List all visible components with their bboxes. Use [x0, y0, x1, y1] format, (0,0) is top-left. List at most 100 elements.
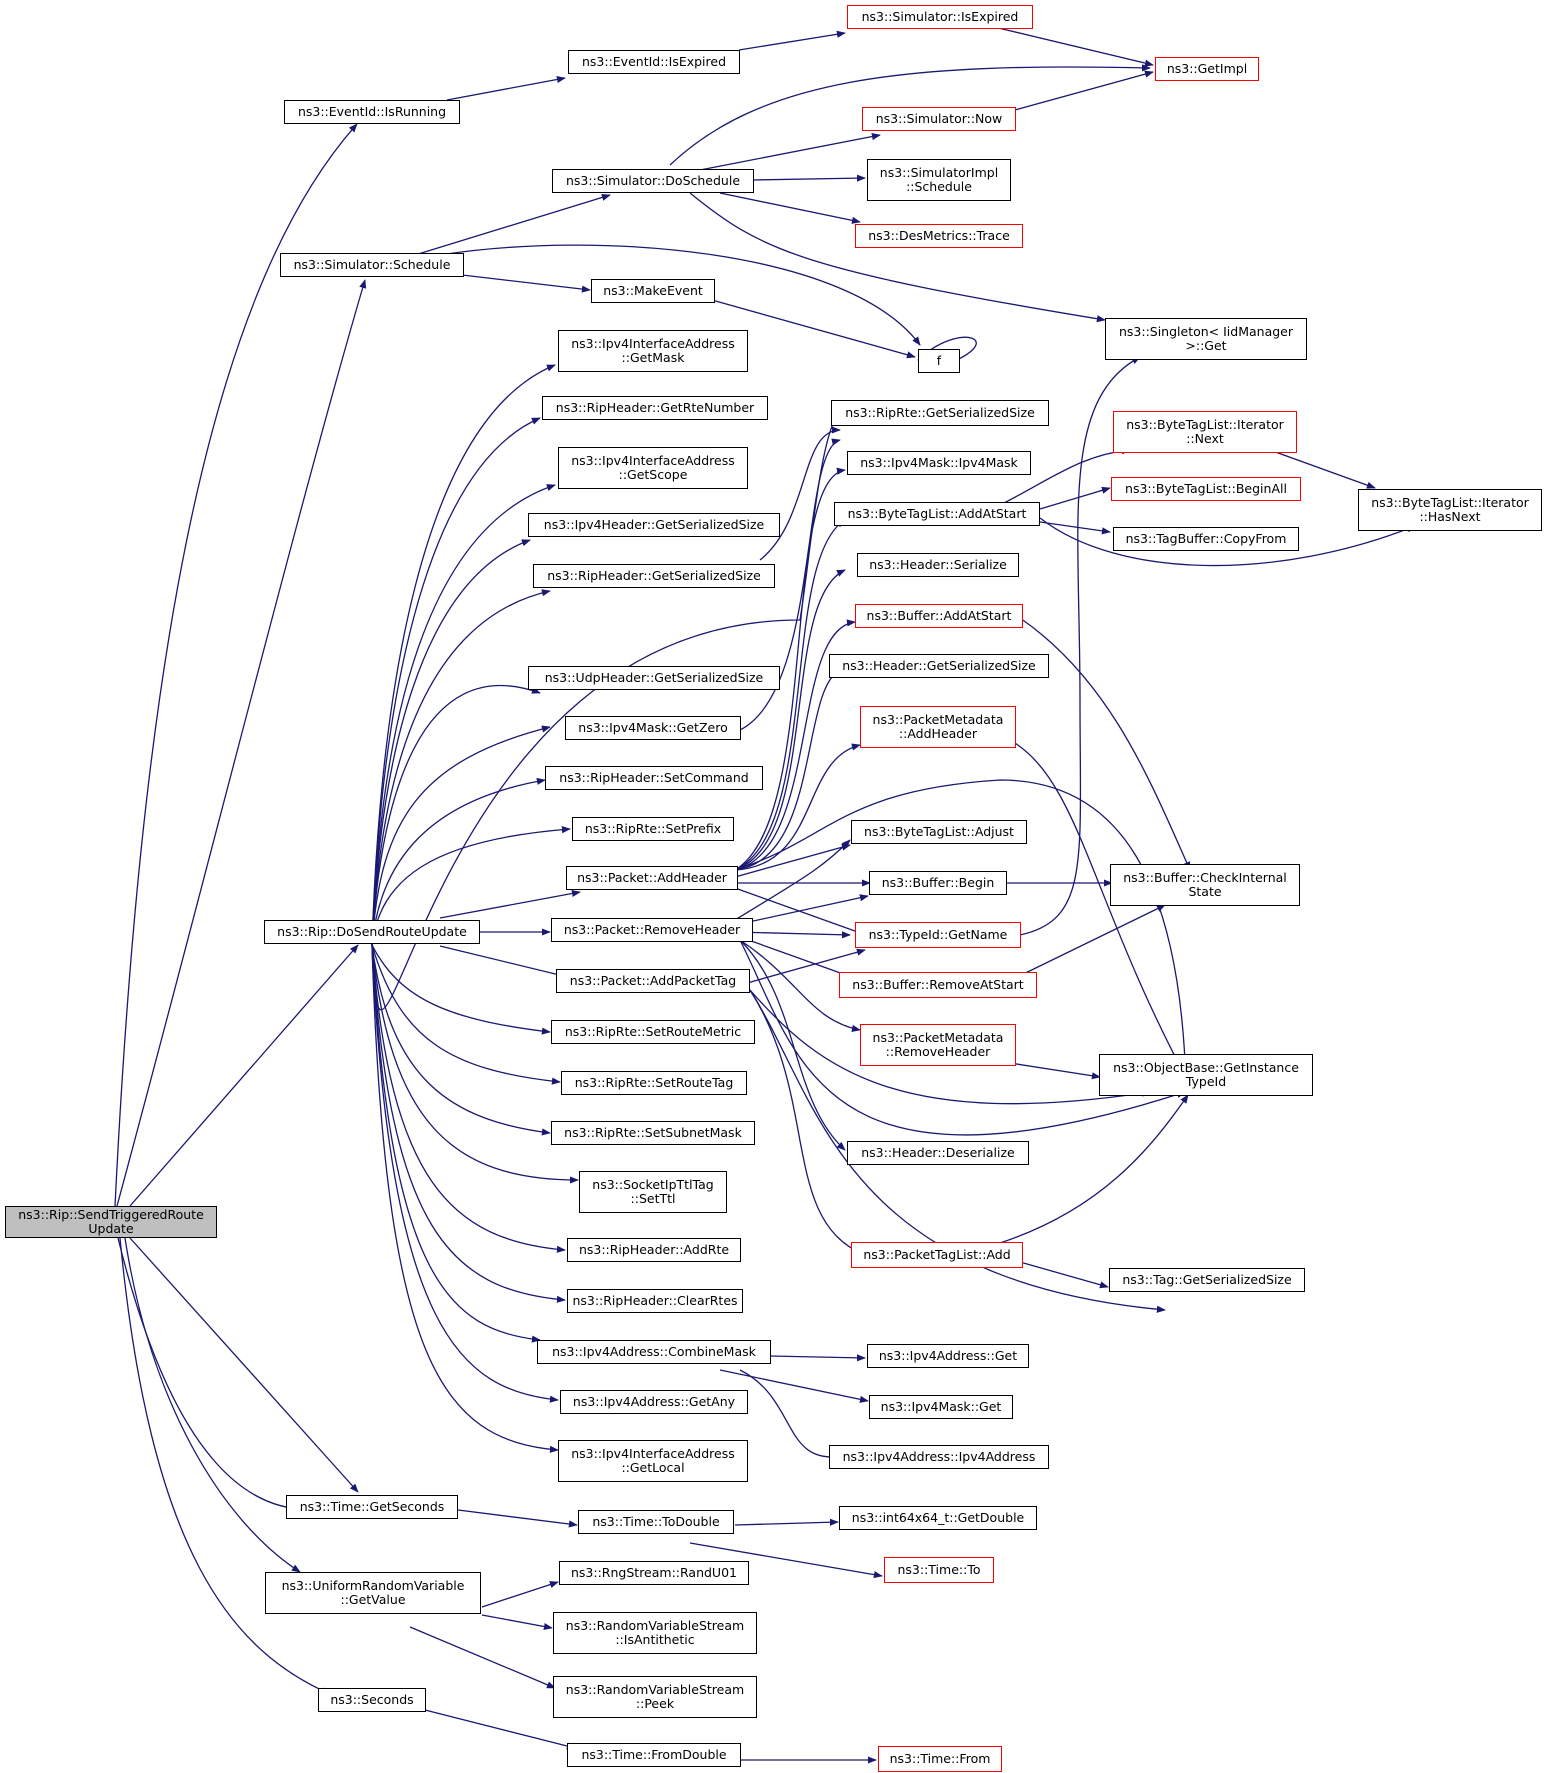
node-simulator-now[interactable]: ns3::Simulator::Now: [862, 107, 1016, 131]
edge: [481, 1581, 559, 1608]
edge: [371, 417, 541, 946]
node-simulatorimpl-schedule[interactable]: ns3::SimulatorImpl::Schedule: [867, 159, 1011, 201]
node-ipv4ifaddr-getlocal[interactable]: ns3::Ipv4InterfaceAddress::GetLocal: [558, 1440, 748, 1482]
node-label-line: ns3::Time::From: [889, 1751, 991, 1766]
edge: [446, 75, 566, 101]
node-ipv4ifaddr-getmask[interactable]: ns3::Ipv4InterfaceAddress::GetMask: [558, 330, 748, 372]
node-rvs-peek[interactable]: ns3::RandomVariableStream::Peek: [553, 1676, 757, 1718]
node-eventid-isexpired[interactable]: ns3::EventId::IsExpired: [568, 50, 740, 74]
node-getimpl[interactable]: ns3::GetImpl: [1155, 57, 1259, 81]
node-header-getserializedsize[interactable]: ns3::Header::GetSerializedSize: [829, 654, 1049, 678]
node-rngstream-randu01[interactable]: ns3::RngStream::RandU01: [559, 1561, 749, 1585]
edge: [769, 1354, 866, 1362]
node-tag-getserializedsize[interactable]: ns3::Tag::GetSerializedSize: [1109, 1268, 1305, 1292]
edge: [739, 948, 866, 986]
edge: [699, 133, 881, 171]
node-ipv4mask-ipv4mask[interactable]: ns3::Ipv4Mask::Ipv4Mask: [847, 451, 1031, 475]
node-ipv4ifaddr-getscope[interactable]: ns3::Ipv4InterfaceAddress::GetScope: [558, 447, 748, 489]
node-btl-beginall[interactable]: ns3::ByteTagList::BeginAll: [1111, 477, 1301, 501]
node-makeevent[interactable]: ns3::MakeEvent: [591, 279, 715, 303]
node-buffer-begin[interactable]: ns3::Buffer::Begin: [869, 871, 1007, 895]
node-ipv4address-combinemask[interactable]: ns3::Ipv4Address::CombineMask: [537, 1340, 771, 1364]
node-ipv4header-getserializedsize[interactable]: ns3::Ipv4Header::GetSerializedSize: [528, 513, 780, 537]
node-rvs-isantithetic[interactable]: ns3::RandomVariableStream::IsAntithetic: [553, 1612, 757, 1654]
node-ipv4mask-getzero[interactable]: ns3::Ipv4Mask::GetZero: [565, 716, 741, 740]
node-label-line: ns3::Singleton< IidManager: [1118, 324, 1294, 339]
node-time-fromdouble[interactable]: ns3::Time::FromDouble: [567, 1743, 741, 1767]
node-riprte-setroutetag[interactable]: ns3::RipRte::SetRouteTag: [561, 1071, 747, 1095]
edge: [734, 569, 846, 871]
node-singleton-get[interactable]: ns3::Singleton< IidManager>::Get: [1105, 318, 1307, 360]
node-time-to[interactable]: ns3::Time::To: [884, 1557, 994, 1583]
node-label-line: ns3::TypeId::GetName: [868, 927, 1008, 942]
node-label-line: ns3::SocketIpTtlTag: [592, 1177, 714, 1192]
node-ipv4address-getany[interactable]: ns3::Ipv4Address::GetAny: [560, 1390, 748, 1414]
edge: [989, 25, 1154, 67]
node-btl-iterator-hasnext[interactable]: ns3::ByteTagList::Iterator::HasNext: [1358, 489, 1542, 531]
node-time-todouble[interactable]: ns3::Time::ToDouble: [578, 1510, 734, 1534]
edge: [734, 1518, 839, 1526]
node-urv-getvalue[interactable]: ns3::UniformRandomVariable::GetValue: [265, 1572, 481, 1614]
edge: [1269, 449, 1376, 489]
node-desmetrics-trace[interactable]: ns3::DesMetrics::Trace: [855, 224, 1023, 248]
node-riprte-getserializedsize[interactable]: ns3::RipRte::GetSerializedSize: [831, 400, 1049, 426]
node-header-deserialize[interactable]: ns3::Header::Deserialize: [847, 1141, 1029, 1165]
node-riprte-setprefix[interactable]: ns3::RipRte::SetPrefix: [572, 817, 734, 841]
node-rip-dosendrouteupdate[interactable]: ns3::Rip::DoSendRouteUpdate: [264, 920, 480, 944]
node-tagbuffer-copyfrom[interactable]: ns3::TagBuffer::CopyFrom: [1113, 527, 1299, 551]
node-label-line: ::Schedule: [906, 179, 972, 194]
node-btl-addatstart[interactable]: ns3::ByteTagList::AddAtStart: [834, 502, 1040, 526]
node-ipv4address-get[interactable]: ns3::Ipv4Address::Get: [867, 1344, 1029, 1368]
node-simulator-isexpired[interactable]: ns3::Simulator::IsExpired: [847, 5, 1033, 29]
edge: [669, 64, 1151, 166]
node-btl-iterator-next[interactable]: ns3::ByteTagList::Iterator::Next: [1113, 411, 1297, 453]
node-buffer-addatstart[interactable]: ns3::Buffer::AddAtStart: [855, 604, 1023, 628]
node-riprte-setsubnetmask[interactable]: ns3::RipRte::SetSubnetMask: [551, 1121, 755, 1145]
node-simulator-schedule[interactable]: ns3::Simulator::Schedule: [280, 253, 464, 277]
node-packet-removeheader[interactable]: ns3::Packet::RemoveHeader: [551, 918, 753, 942]
node-label-line: ::SetTtl: [630, 1191, 676, 1206]
edge: [734, 931, 851, 939]
node-label-line: ns3::RipHeader::AddRte: [578, 1242, 730, 1257]
node-time-getseconds[interactable]: ns3::Time::GetSeconds: [286, 1495, 458, 1519]
node-int64x64-getdouble[interactable]: ns3::int64x64_t::GetDouble: [839, 1506, 1037, 1530]
node-pmd-addheader[interactable]: ns3::PacketMetadata::AddHeader: [860, 706, 1016, 748]
node-label-line: ns3::Ipv4Address::Get: [878, 1348, 1018, 1363]
node-udpheader-getserializedsize[interactable]: ns3::UdpHeader::GetSerializedSize: [528, 666, 780, 690]
node-socketipttltag-setttl[interactable]: ns3::SocketIpTtlTag::SetTtl: [579, 1171, 727, 1213]
node-ipv4address-ipv4address[interactable]: ns3::Ipv4Address::Ipv4Address: [829, 1445, 1049, 1469]
node-ripheader-addrte[interactable]: ns3::RipHeader::AddRte: [567, 1238, 741, 1262]
node-simulator-doschedule[interactable]: ns3::Simulator::DoSchedule: [552, 169, 754, 193]
node-label-line: ns3::PacketTagList::Add: [863, 1247, 1011, 1262]
node-label-line: ns3::Header::Deserialize: [861, 1145, 1015, 1160]
node-btl-adjust[interactable]: ns3::ByteTagList::Adjust: [851, 820, 1027, 844]
node-ripheader-getrtenumber[interactable]: ns3::RipHeader::GetRteNumber: [542, 396, 768, 420]
edge: [371, 777, 546, 946]
node-ripheader-setcommand[interactable]: ns3::RipHeader::SetCommand: [545, 766, 763, 790]
node-label-line: ns3::int64x64_t::GetDouble: [851, 1510, 1025, 1525]
node-label-line: ns3::UniformRandomVariable: [281, 1578, 465, 1593]
node-header-serialize[interactable]: ns3::Header::Serialize: [857, 553, 1019, 577]
node-typeid-getname[interactable]: ns3::TypeId::GetName: [855, 922, 1021, 948]
node-packet-addheader[interactable]: ns3::Packet::AddHeader: [566, 866, 738, 890]
node-ipv4mask-get[interactable]: ns3::Ipv4Mask::Get: [869, 1395, 1013, 1419]
node-ripheader-clearrtes[interactable]: ns3::RipHeader::ClearRtes: [567, 1289, 743, 1313]
edge: [739, 939, 846, 1151]
node-time-from[interactable]: ns3::Time::From: [878, 1746, 1002, 1772]
node-packettaglist-add[interactable]: ns3::PacketTagList::Add: [851, 1242, 1023, 1268]
node-packet-addpackettag[interactable]: ns3::Packet::AddPacketTag: [556, 969, 750, 993]
node-seconds[interactable]: ns3::Seconds: [318, 1688, 426, 1712]
node-eventid-isrunning[interactable]: ns3::EventId::IsRunning: [284, 100, 460, 124]
node-riprte-setroutemetric[interactable]: ns3::RipRte::SetRouteMetric: [551, 1020, 755, 1044]
edge: [409, 1626, 556, 1689]
edge: [689, 1542, 883, 1579]
node-ripheader-getserializedsize[interactable]: ns3::RipHeader::GetSerializedSize: [533, 564, 775, 588]
node-label-line: ns3::Seconds: [330, 1692, 414, 1707]
node-f[interactable]: f: [918, 349, 960, 373]
node-pmd-removeheader[interactable]: ns3::PacketMetadata::RemoveHeader: [860, 1024, 1016, 1066]
node-buffer-removeatstart[interactable]: ns3::Buffer::RemoveAtStart: [839, 972, 1037, 998]
node-label-line: ns3::ByteTagList::Iterator: [1126, 417, 1284, 432]
